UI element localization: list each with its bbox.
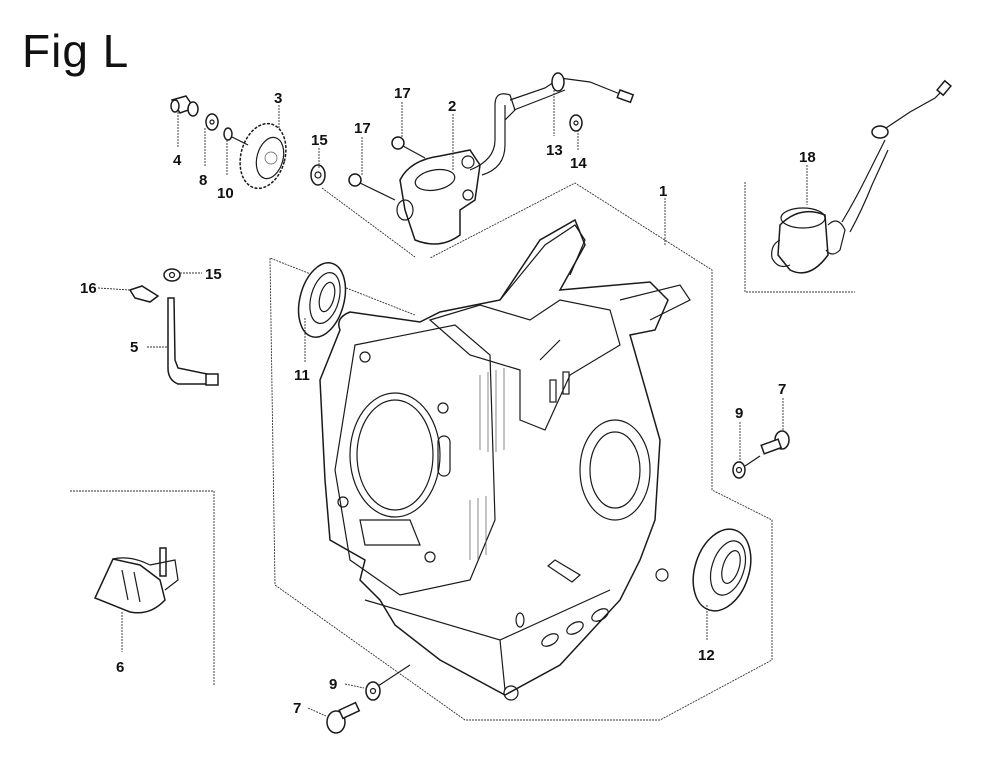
washer-part-8[interactable] xyxy=(205,113,219,131)
callout-4: 4 xyxy=(173,152,182,169)
housing-part-2[interactable] xyxy=(396,72,635,245)
pin-part-4[interactable] xyxy=(170,95,199,117)
callout-9-right: 9 xyxy=(735,405,743,422)
callout-12: 12 xyxy=(698,647,715,664)
callout-7-right: 7 xyxy=(778,381,786,398)
washer-part-14[interactable] xyxy=(569,114,583,132)
clip-part-16[interactable] xyxy=(128,285,160,303)
clip-part-10[interactable] xyxy=(223,127,233,141)
callout-16: 16 xyxy=(80,280,97,297)
nut-part-15-upper[interactable] xyxy=(310,164,326,186)
figure-title: Fig L xyxy=(22,25,130,77)
mount-part-6[interactable] xyxy=(93,547,179,614)
callout-7-bottom: 7 xyxy=(293,700,301,717)
leader-line xyxy=(377,664,411,687)
leader-line xyxy=(231,136,249,146)
gear-part-3[interactable] xyxy=(233,118,293,193)
callout-18: 18 xyxy=(799,149,816,166)
callout-leaders xyxy=(97,90,808,717)
crankcase-group-outline xyxy=(269,182,773,721)
callout-3: 3 xyxy=(274,90,282,107)
nut-part-15-lower[interactable] xyxy=(163,268,181,282)
washer-part-9-bottom[interactable] xyxy=(365,681,381,701)
crankcase-part-1[interactable] xyxy=(319,218,691,701)
bolt-part-17-upper[interactable] xyxy=(391,136,426,159)
callout-10: 10 xyxy=(217,185,234,202)
callout-5: 5 xyxy=(130,339,138,356)
oil-seal-part-12[interactable] xyxy=(683,522,760,619)
leader-line xyxy=(321,187,416,258)
bolt-part-7-right[interactable] xyxy=(760,430,790,455)
switch-part-18[interactable] xyxy=(771,79,952,274)
callout-2: 2 xyxy=(448,98,456,115)
callout-13: 13 xyxy=(546,142,563,159)
washer-part-9-right[interactable] xyxy=(732,461,746,479)
inset-box-18 xyxy=(744,182,855,293)
callout-14: 14 xyxy=(570,155,587,172)
callout-1: 1 xyxy=(659,183,667,200)
callout-6: 6 xyxy=(116,659,124,676)
bolt-part-17-lower[interactable] xyxy=(348,173,396,201)
leader-line xyxy=(744,455,761,467)
inset-box-6 xyxy=(70,490,215,685)
callout-17-lower: 17 xyxy=(354,120,371,137)
callout-17-upper: 17 xyxy=(394,85,411,102)
callout-8: 8 xyxy=(199,172,207,189)
rod-part-5[interactable] xyxy=(167,297,219,386)
bolt-part-7-bottom[interactable] xyxy=(326,701,361,734)
callout-11: 11 xyxy=(294,367,310,384)
callout-15-upper: 15 xyxy=(311,132,328,149)
bearing-part-11[interactable] xyxy=(291,258,353,343)
callout-9-bottom: 9 xyxy=(329,676,337,693)
callout-15-lower: 15 xyxy=(205,266,222,283)
